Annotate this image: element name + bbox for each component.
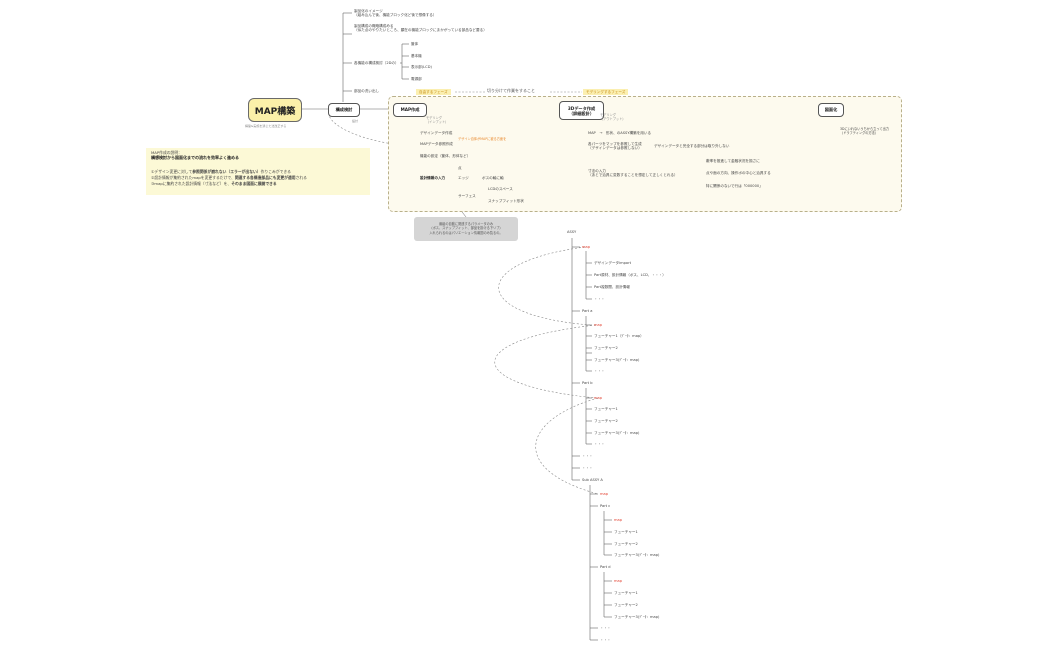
tree-item: フューチャー2 [614,603,638,607]
root-sub: 構築&実施を通じた法改正する [245,124,287,128]
tip-text: 番組の自動に関連するパラメータのみ （ボス、スナップフィット、部品を掛ける下リブ… [429,222,503,235]
study-sub: 設計 [352,119,359,123]
explain-point-1: ①デザイン変更に対して参照関係が崩れない（エラーが出ない）作りこみができる [151,169,291,174]
m4-child-edge: エッジ [458,176,469,180]
tree-ellipsis: ・・・ [600,638,611,642]
phase-tag-left: 自由するフェーズ [416,89,451,95]
explain-point-3: ③mapに集約された設計情報（寸法など）を、そのまま図面に展開できる [151,181,277,186]
b3-child: 電源部 [411,77,422,81]
tree-part-d: Part d [600,565,611,569]
model3d-node[interactable]: 3Dデータ作成 （詳細設計） [559,101,604,120]
phase-tag-right: モデリングするフェーズ [583,89,629,95]
tree-item: Part原材、設計情報（ボス、LCD、・・・） [594,273,666,277]
tree-map: map [582,245,590,249]
link-map-b-sub [535,397,599,495]
map-branch-1-note: デザイン自体がMAPに被る方面を [458,137,507,141]
tree-item: フューチャー3(ﾃﾞｰﾀ：map) [614,553,660,557]
study-branch-2: 製品構成の概略構成める （似た点のやりたいところ、顕在の機能ブロックにまかがって… [354,24,487,33]
model-branch-3-child: 特に関係のないで行は「000000」 [706,184,763,188]
tree-item: デザインデータimport [594,261,632,265]
b3-child: 筐体 [411,42,419,46]
map-sub: モデリング （インプット） [426,116,449,125]
tree-ellipsis: ・・・ [600,626,611,630]
process-panel [388,96,902,212]
phase-tag-center: 切り分けて作業をすること [487,88,535,93]
tree-part-c-map: map [614,518,622,522]
tree-item: フューチャー3(ﾃﾞｰﾀ：map) [594,358,640,362]
model-branch-3: 寸法の入力 （あとで治具に変数することを想定して正しくとれる） [588,169,678,178]
tree-assy: ASSY [567,230,577,234]
map-branch-1: デザインデータ作成 [420,131,453,135]
tree-part-b-map: map [594,396,602,400]
tree-item: フューチャー2 [614,542,638,546]
model3d-sub: モデリング （アウトプット） [600,113,626,122]
tree-item: フューチャー1 [614,530,638,534]
explain-point-2: ②設計情報が集約されたmapを変更するだけで、関連する各構造部品にも変更が適用さ… [151,175,307,180]
tip-box: 番組の自動に関連するパラメータのみ （ボス、スナップフィット、部品を掛ける下リブ… [414,217,518,241]
tree-item: フューチャー2 [594,419,618,423]
explanation-box: MAP作成の説明： 構想検討から図面化までの流れを効率よく進める ①デザイン変更… [146,148,370,195]
m4-child-point: 点 [458,166,462,170]
tree-sub-assy: Sub ASSY A [582,478,603,482]
b3-child: 基本機 [411,54,422,58]
tree-item: フューチャー1（ﾃﾞｰﾀ：map） [594,334,644,338]
map-branch-3: 機能の設定（筐体、形体など） [420,154,471,158]
tree-item: ・・・ [594,297,605,301]
model-branch-3-child: 点や面の方向、操作ポの中心と治具する [706,171,771,175]
tree-part-a-map: map [594,323,602,327]
tree-ellipsis: ・・・ [582,454,593,458]
model-branch-2-child: デザインデータと完全する部分は取り外しない [654,144,730,148]
drawing-node[interactable]: 図面化 [818,103,844,117]
tree-item: フューチャー2 [594,346,618,350]
study-node[interactable]: 構成検討 [328,103,360,117]
tree-item: Part複数間、設計情報 [594,285,630,289]
drawing-note: 3Dにいれないうちから立って出力 （ドラフティングの方法） [840,127,889,136]
study-branch-1: 製品化のイメージ （組み込んで後、機能ブロック化ど後で想像する） [354,9,437,18]
tree-item: フューチャー1 [614,591,638,595]
tree-item: フューチャー3(ﾃﾞｰﾀ：map) [594,431,640,435]
model-branch-3-child: 敷率を推進して金融状況を揃さに [706,159,760,163]
explain-subtitle: 構想検討から図面化までの流れを効率よく進める [151,155,239,160]
explain-title: MAP作成の説明： [151,150,182,155]
m4-child-edge-sub: ボスの軸に軸 [482,176,504,180]
tree-part-d-map: map [614,579,622,583]
root-node[interactable]: MAP構築 [248,98,302,122]
tree-part-b: Part b [582,381,593,385]
map-branch-2: MAPデータ参照作成 [420,142,453,146]
model-branch-2: 各パーツをマップを参照して生成 （デザインデータは参照しない） [588,142,642,151]
b3-child: 表示部(LCD) [411,65,432,69]
tree-part-c: Part c [600,504,611,508]
tree-ellipsis: ・・・ [582,466,593,470]
tree-sub-map: map [600,492,608,496]
tree-part-a: Part a [582,309,593,313]
map-node[interactable]: MAP作成 [393,103,427,117]
m4-child-surface-sub: スナップフィット形状 [488,199,524,203]
tree-item: ・・・ [594,369,605,373]
m4-child-surface: サーフェス [458,194,476,198]
map-branch-4: 設計情報の入力 [420,176,446,180]
link-map-a-b [494,324,597,399]
model-branch-1: MAP → 形状、のASSY構築を用いる [588,131,652,135]
tree-item: ・・・ [594,442,605,446]
tree-item: フューチャー3(ﾃﾞｰﾀ：map) [614,615,660,619]
link-assy-map-a [498,246,591,326]
study-branch-3: 各機能の構成検討（2Dの） [354,61,399,65]
tree-item: フューチャー1 [594,407,618,411]
study-branch-4: 部品の洗い出し [354,89,380,93]
m4-child-surface-sub: LCDのスペース [488,187,513,191]
